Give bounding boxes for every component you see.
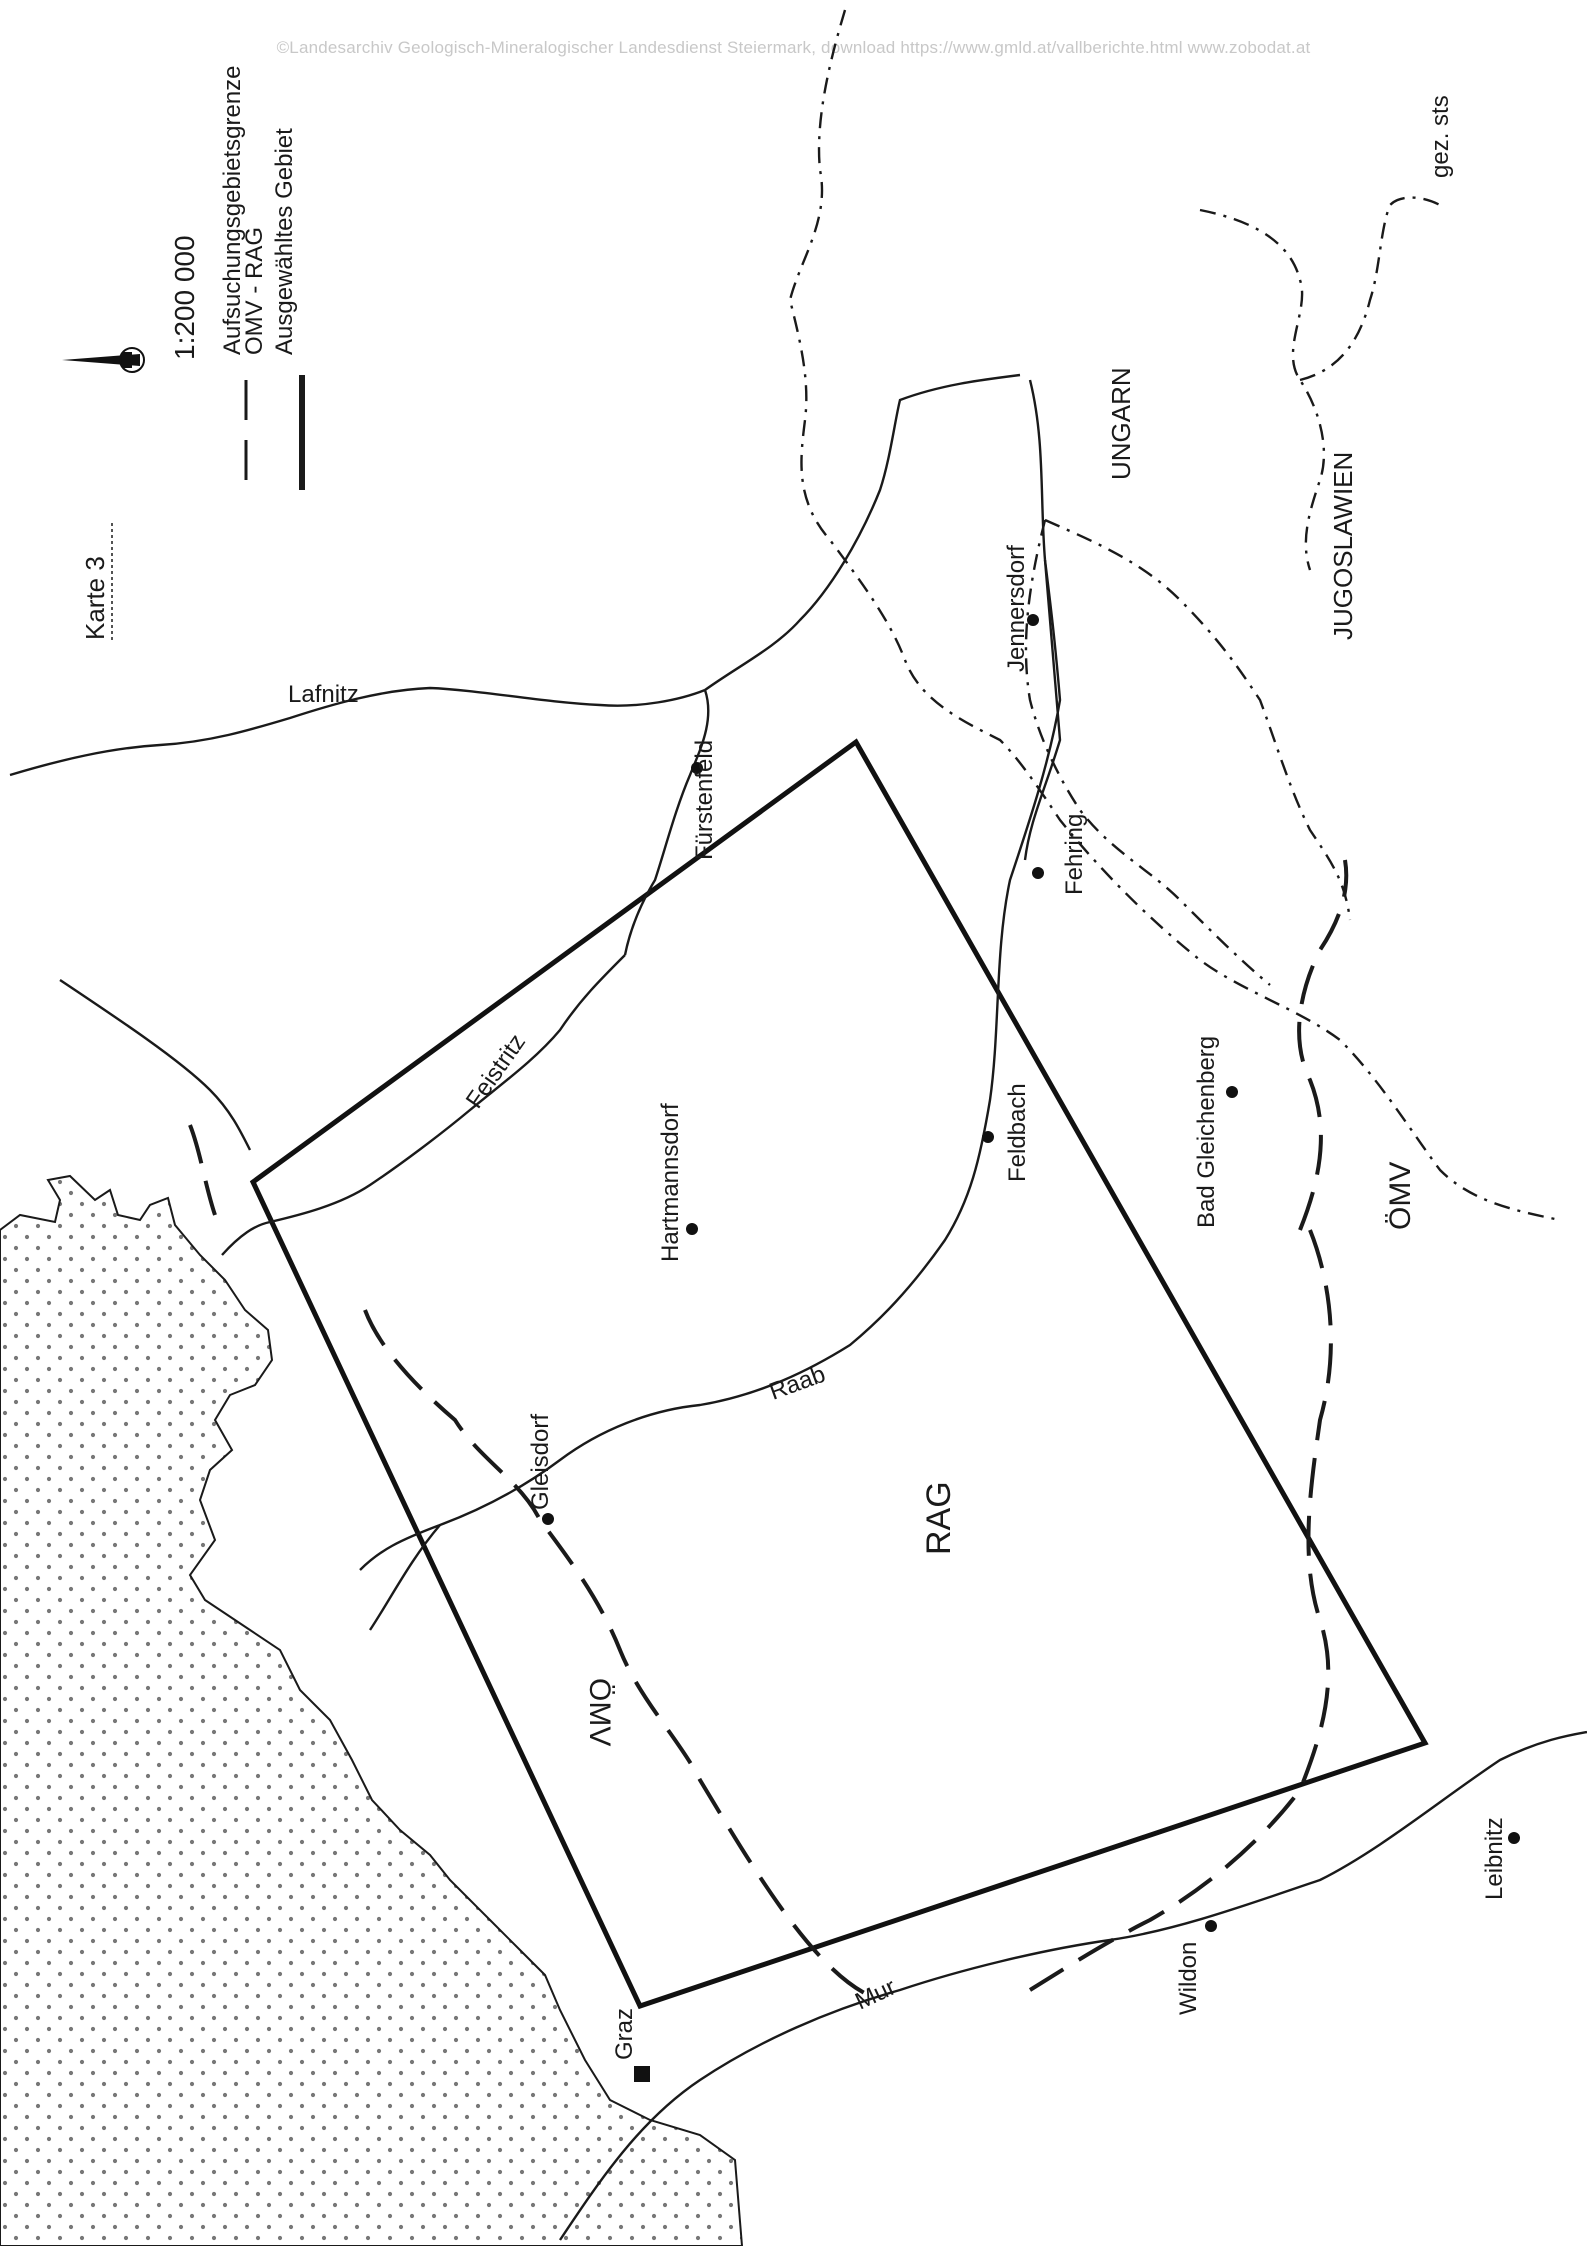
river-mur [559, 1730, 1587, 2241]
river-label-lafnitz: Lafnitz [288, 681, 359, 708]
country-yugoslavia: JUGOSLAWIEN [1328, 452, 1358, 640]
stream-north [59, 979, 252, 1151]
town-label-hartmannsdorf: Hartmannsdorf [657, 1103, 684, 1262]
label-omv-west: ÖMV [583, 1678, 616, 1746]
river-feistritz [221, 954, 626, 1256]
legend-label-1: Aufsuchungsgebietsgrenze [219, 65, 246, 355]
town-dot-wildon [1205, 1920, 1217, 1932]
concession-boundaries [188, 859, 1349, 2002]
town-label-graz: Graz [611, 2008, 638, 2060]
river-label-feistritz: Feistritz [461, 1029, 531, 1113]
omv-boundary-south-east [1297, 859, 1349, 1231]
town-dot-gleisdorf [542, 1513, 554, 1525]
river-lafnitz-lower [623, 689, 710, 956]
stream-west [369, 1524, 441, 1631]
river-lines [9, 373, 1587, 2241]
border-hungary-yugoslavia [1044, 518, 1352, 921]
draftsman-label: gez. sts [1427, 95, 1454, 178]
country-hungary: UNGARN [1106, 367, 1136, 480]
political-borders [788, 9, 1561, 1222]
omv-rag-boundary-west [363, 1309, 881, 2002]
town-label-leibnitz: Leibnitz [1481, 1817, 1508, 1900]
town-markers [542, 614, 1520, 2082]
legend-label-2: OMV - RAG [241, 227, 268, 355]
river-east-upper [704, 373, 1021, 691]
town-label-gleisdorf: Gleisdorf [527, 1414, 554, 1510]
town-label-feldbach: Feldbach [1004, 1083, 1031, 1182]
town-square-graz [634, 2066, 650, 2082]
town-label-fehring: Fehring [1061, 814, 1088, 895]
scale-label: 1:200 000 [169, 235, 200, 360]
map-title: Karte 3 [80, 556, 110, 640]
border-eastern-dotted [1024, 519, 1271, 986]
town-dot-hartmannsdorf [686, 1223, 698, 1235]
omv-rag-boundary-east [1028, 1229, 1333, 1992]
town-label-fuerstenfeld: Fürstenfeld [691, 740, 718, 860]
town-dot-feldbach [982, 1131, 994, 1143]
town-label-jennersdorf: Jennersdorf [1003, 545, 1030, 672]
label-omv-east: ÖMV [1384, 1162, 1417, 1230]
town-label-bad-gleichenberg: Bad Gleichenberg [1193, 1036, 1220, 1228]
town-dot-leibnitz [1508, 1832, 1520, 1844]
town-dot-jennersdorf [1027, 614, 1039, 626]
border-yugoslavia-north [1299, 196, 1441, 382]
north-arrow-icon [62, 347, 145, 373]
label-rag: RAG [920, 1481, 958, 1555]
town-dot-bad-gleichenberg [1226, 1086, 1238, 1098]
copyright-watermark: ©Landesarchiv Geologisch-Mineralogischer… [276, 38, 1311, 57]
omv-rag-boundary-north [188, 1124, 217, 1216]
river-label-mur: Mur [851, 1973, 900, 2015]
river-lafnitz [9, 686, 706, 777]
river-raab [359, 379, 1062, 1571]
stippled-region [0, 1174, 744, 2246]
border-far-east [1199, 208, 1326, 571]
border-austria-hungary [788, 9, 1561, 1222]
selected-area-rectangle [249, 738, 1429, 2010]
town-dot-fuerstenfeld [691, 762, 703, 774]
legend-label-3: Ausgewähltes Gebiet [271, 128, 298, 355]
river-east-tributary [1023, 559, 1062, 861]
town-label-wildon: Wildon [1175, 1942, 1202, 2015]
legend-samples [111, 375, 305, 640]
river-label-raab: Raab [766, 1361, 829, 1406]
town-dot-fehring [1032, 867, 1044, 879]
